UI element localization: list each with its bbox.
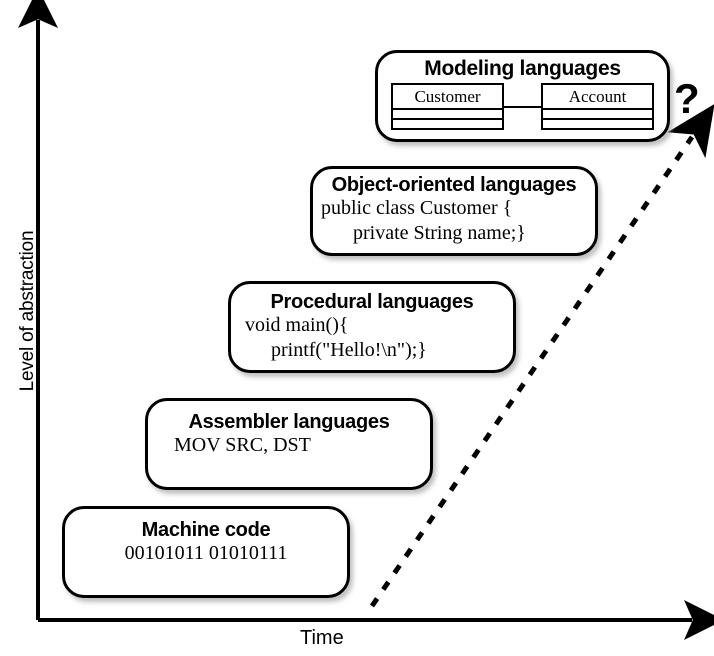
step-title: Modeling languages: [424, 57, 621, 80]
step-code-line: MOV SRC, DST: [174, 434, 311, 457]
question-mark-annotation: ?: [674, 75, 700, 122]
uml-operation-compartment: [393, 120, 502, 128]
step-box-modeling-languages: Modeling languages Customer Account: [375, 50, 670, 142]
y-axis-label: Level of abstraction: [17, 230, 38, 392]
uml-association-line: [504, 105, 555, 108]
uml-class-account: Account: [541, 82, 654, 130]
step-box-machine-code: Machine code 00101011 01010111: [62, 506, 350, 598]
step-box-assembler-languages: Assembler languages MOV SRC, DST: [145, 398, 433, 490]
uml-attribute-compartment: [543, 110, 652, 120]
step-title: Machine code: [141, 519, 271, 541]
step-box-object-oriented-languages: Object-oriented languages public class C…: [310, 166, 598, 256]
step-code-line: public class Customer {: [321, 197, 513, 220]
step-code-line: 00101011 01010111: [124, 542, 288, 565]
step-code-line: printf("Hello!\n");}: [271, 338, 427, 361]
uml-class-name: Account: [543, 85, 652, 110]
step-title: Object-oriented languages: [331, 174, 577, 196]
step-title: Procedural languages: [270, 291, 474, 313]
step-title: Assembler languages: [188, 411, 390, 433]
x-axis-label: Time: [300, 627, 344, 649]
uml-class-name: Customer: [393, 85, 502, 110]
uml-operation-compartment: [543, 120, 652, 128]
uml-attribute-compartment: [393, 110, 502, 120]
uml-class-customer: Customer: [391, 82, 504, 130]
step-code-line: void main(){: [245, 314, 349, 337]
uml-class-diagram: Customer Account: [388, 82, 657, 130]
step-box-procedural-languages: Procedural languages void main(){ printf…: [228, 281, 516, 373]
step-code-line: private String name;}: [353, 221, 526, 244]
